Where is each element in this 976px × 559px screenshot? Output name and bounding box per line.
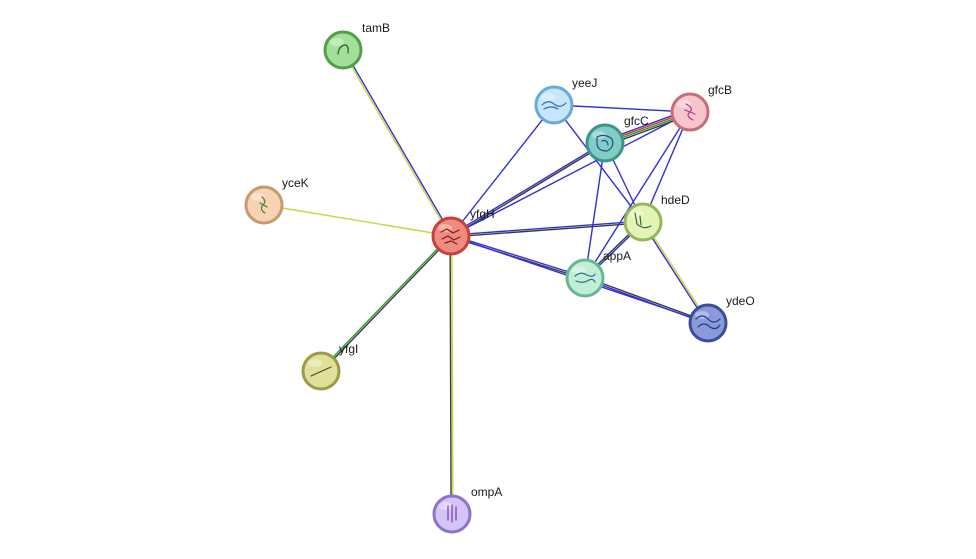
- node-label: hdeD: [661, 193, 690, 207]
- edge-yfgH-gfcB[interactable]: [450, 111, 691, 237]
- node-hdeD[interactable]: hdeD: [623, 193, 690, 242]
- edge-strand: [584, 111, 691, 279]
- node-circle: [565, 258, 605, 298]
- node-highlight: [330, 38, 344, 46]
- protein-structure-icon: [684, 103, 696, 121]
- node-highlight: [541, 93, 555, 101]
- edge-yfgH-hdeD[interactable]: [450, 220, 644, 238]
- node-label: yfgI: [339, 342, 358, 356]
- edge-strand: [451, 234, 586, 278]
- node-label: yeeJ: [572, 76, 597, 90]
- node-highlight: [630, 210, 644, 218]
- edge-strand: [263, 204, 452, 237]
- protein-structure-icon: [447, 504, 457, 523]
- protein-structure-icon: [596, 134, 614, 152]
- node-label: ompA: [471, 485, 502, 499]
- node-circle: [688, 303, 728, 343]
- protein-structure-icon: [259, 196, 268, 214]
- protein-structure-icon: [440, 228, 461, 245]
- edge-gfcB-hdeD[interactable]: [642, 111, 691, 223]
- edge-strand: [450, 111, 691, 237]
- node-label: yceK: [282, 176, 309, 190]
- edge-strand: [584, 142, 606, 279]
- edge-yeeJ-hdeD[interactable]: [553, 104, 644, 223]
- node-highlight: [572, 266, 586, 274]
- edge-yfgH-yeeJ[interactable]: [450, 104, 555, 237]
- edge-strand: [343, 49, 453, 236]
- edge-strand: [641, 222, 708, 324]
- node-highlight: [677, 100, 691, 108]
- edge-yeeJ-gfcB[interactable]: [553, 104, 691, 113]
- node-gfcC[interactable]: gfcC: [585, 114, 649, 163]
- node-label: yfgH: [470, 207, 495, 221]
- node-yeeJ[interactable]: yeeJ: [534, 76, 597, 125]
- edge-strand: [584, 278, 708, 325]
- node-yceK[interactable]: yceK: [244, 176, 309, 225]
- edge-strand: [321, 236, 453, 373]
- edge-yfgH-yfgI[interactable]: [319, 234, 453, 373]
- node-gfcB[interactable]: gfcB: [670, 83, 732, 132]
- edge-yfgH-appA[interactable]: [450, 234, 586, 280]
- edge-layer: [263, 49, 710, 515]
- edge-strand: [585, 276, 709, 323]
- edge-strand: [450, 104, 555, 237]
- edge-strand: [451, 235, 454, 514]
- node-layer: yfgH tamB yceK yfgI ompA yeeJ gfcC gfcB hdeD appA…: [244, 21, 755, 534]
- node-label: tamB: [362, 21, 390, 35]
- protein-structure-icon: [310, 366, 332, 377]
- protein-structure-icon: [337, 44, 349, 55]
- edge-yfgH-yceK[interactable]: [263, 204, 452, 237]
- edge-yfgH-tamB[interactable]: [341, 49, 453, 237]
- node-tamB[interactable]: tamB: [323, 21, 390, 70]
- edge-strand: [553, 104, 644, 223]
- edge-strand: [449, 236, 452, 515]
- node-yfgI[interactable]: yfgI: [301, 342, 358, 391]
- protein-structure-icon: [695, 315, 721, 330]
- edge-strand: [451, 222, 644, 238]
- edge-yfgH-gfcC[interactable]: [450, 141, 606, 238]
- node-highlight: [439, 502, 453, 510]
- edge-strand: [341, 50, 451, 237]
- node-circle: [323, 30, 363, 70]
- edge-yfgH-ompA[interactable]: [449, 235, 454, 515]
- node-label: gfcC: [624, 114, 649, 128]
- node-ydeO[interactable]: ydeO: [688, 294, 755, 343]
- protein-structure-icon: [574, 272, 596, 283]
- edge-strand: [450, 220, 643, 236]
- edge-strand: [643, 221, 710, 323]
- node-circle: [585, 123, 625, 163]
- node-label: ydeO: [726, 294, 755, 308]
- protein-structure-icon: [634, 212, 652, 229]
- node-circle: [623, 202, 663, 242]
- node-appA[interactable]: appA: [565, 249, 631, 298]
- edge-gfcC-appA[interactable]: [584, 142, 606, 279]
- node-yfgH[interactable]: yfgH: [431, 207, 495, 256]
- edge-strand: [450, 141, 605, 236]
- node-label: gfcB: [708, 83, 732, 97]
- node-label: appA: [603, 249, 631, 263]
- node-highlight: [308, 359, 322, 367]
- node-circle: [431, 216, 471, 256]
- edge-strand: [319, 234, 451, 371]
- edge-strand: [642, 111, 691, 223]
- edge-strand: [553, 104, 691, 113]
- edge-hdeD-ydeO[interactable]: [641, 221, 710, 324]
- node-highlight: [592, 131, 606, 139]
- edge-gfcB-appA[interactable]: [584, 111, 691, 279]
- protein-structure-icon: [541, 101, 567, 110]
- edge-appA-ydeO[interactable]: [584, 276, 709, 325]
- node-highlight: [251, 193, 265, 201]
- edge-strand: [451, 143, 606, 238]
- node-circle: [534, 85, 574, 125]
- node-ompA[interactable]: ompA: [432, 485, 502, 534]
